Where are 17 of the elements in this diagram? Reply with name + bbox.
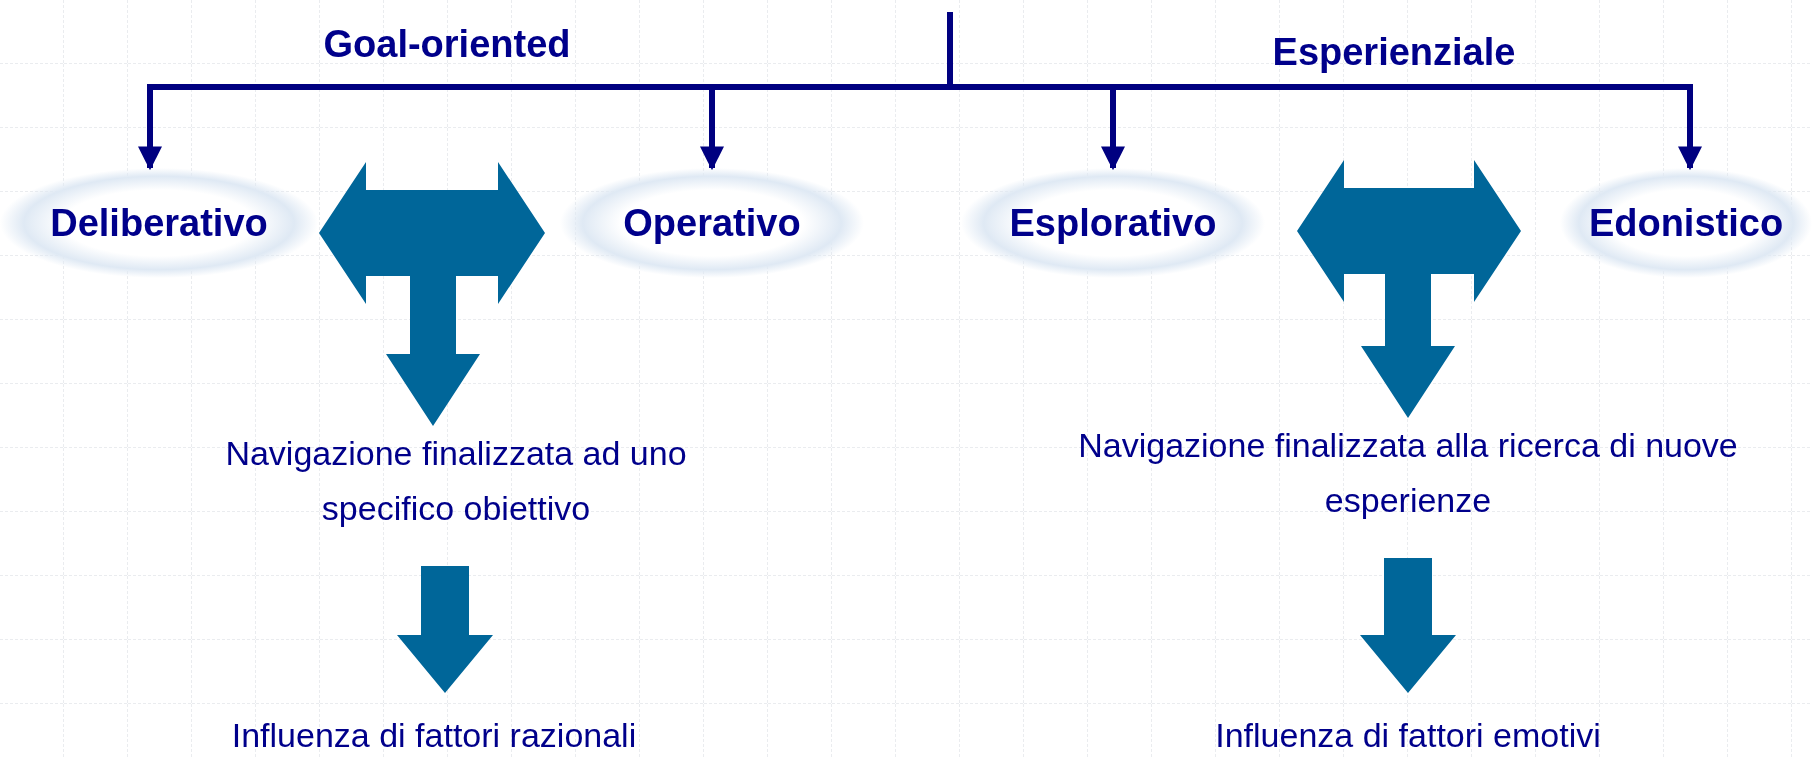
double-block-arrow bbox=[319, 162, 545, 304]
category-label: Edonistico bbox=[1588, 201, 1784, 245]
category-label: Esplorativo bbox=[1009, 201, 1217, 245]
description-text: Influenza di fattori razionali bbox=[231, 715, 637, 756]
category-label: Operativo bbox=[623, 201, 801, 245]
category-label: Deliberativo bbox=[50, 201, 268, 245]
tree-arrow bbox=[947, 12, 1702, 171]
block-arrow bbox=[1361, 274, 1455, 418]
description-text: Navigazione finalizzata ad uno specifico obiettivo bbox=[224, 433, 688, 529]
description-text: Influenza di fattori emotivi bbox=[1215, 715, 1601, 756]
group-heading: Goal-oriented bbox=[323, 22, 571, 66]
description-text: Navigazione finalizzata alla ricerca di nuove esperienze bbox=[1077, 425, 1739, 521]
double-block-arrow bbox=[1297, 160, 1521, 302]
block-arrow bbox=[1360, 558, 1456, 693]
block-arrow bbox=[386, 276, 480, 426]
group-heading: Esperienziale bbox=[1272, 30, 1516, 74]
block-arrow bbox=[397, 566, 493, 693]
